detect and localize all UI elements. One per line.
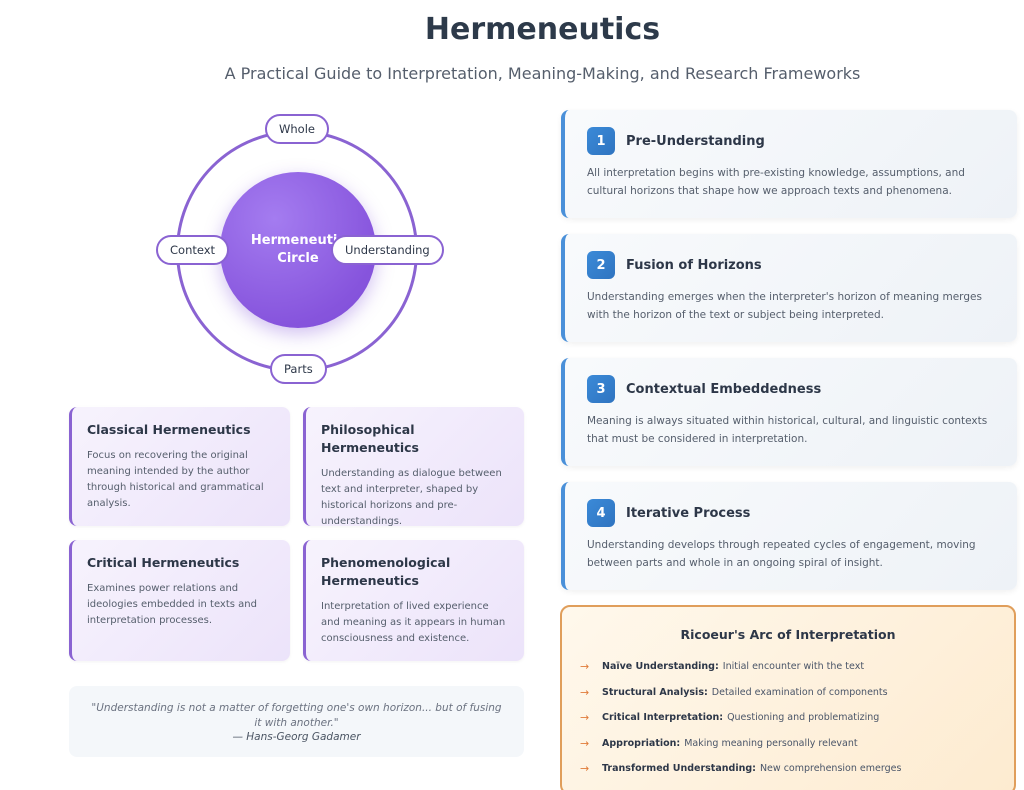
arrow-right-icon: → <box>580 736 590 750</box>
circle-label-whole: Whole <box>265 114 329 144</box>
arrow-right-icon: → <box>580 660 590 674</box>
ricoeur-arc-box: Ricoeur's Arc of Interpretation → Naïve … <box>560 605 1016 790</box>
quote-text: "Understanding is not a matter of forget… <box>91 702 502 729</box>
arrow-right-icon: → <box>580 762 590 776</box>
step-title: Contextual Embeddedness <box>626 381 822 397</box>
arc-list-item: → Critical Interpretation: Questioning a… <box>580 705 996 731</box>
arc-item-desc: Initial encounter with the text <box>722 661 865 673</box>
arc-title: Ricoeur's Arc of Interpretation <box>680 627 896 642</box>
step-text: Meaning is always situated within histor… <box>587 415 988 445</box>
step-text: Understanding develops through repeated … <box>587 539 976 569</box>
arc-list-item: → Naïve Understanding: Initial encounter… <box>580 654 996 680</box>
step-text: All interpretation begins with pre-exist… <box>587 167 965 197</box>
school-card-text: Understanding as dialogue between text a… <box>321 468 502 528</box>
circle-label-parts: Parts <box>270 354 327 384</box>
step-number-badge: 3 <box>587 375 615 403</box>
circle-label-understanding: Understanding <box>331 235 444 265</box>
step-number-badge: 4 <box>587 499 615 527</box>
center-circle-line1: Hermeneutic <box>250 233 346 249</box>
step-title: Fusion of Horizons <box>626 257 762 273</box>
step-number-badge: 1 <box>587 127 615 155</box>
arc-item-term: Structural Analysis: <box>602 686 708 698</box>
school-card-title: Phenomenological Hermeneutics <box>321 555 451 589</box>
step-card-contextual-embeddedness: 3 Contextual Embeddedness Meaning is alw… <box>561 358 1017 466</box>
step-number-badge: 2 <box>587 251 615 279</box>
step-card-iterative-process: 4 Iterative Process Understanding develo… <box>561 482 1017 590</box>
school-card-philosophical: Philosophical Hermeneutics Understanding… <box>303 407 524 527</box>
step-title: Iterative Process <box>626 505 751 521</box>
school-card-title: Philosophical Hermeneutics <box>321 422 419 456</box>
step-card-fusion-of-horizons: 2 Fusion of Horizons Understanding emerg… <box>561 234 1017 342</box>
arc-item-desc: Detailed examination of components <box>711 686 888 698</box>
arrow-right-icon: → <box>580 685 590 699</box>
arc-item-term: Appropriation: <box>602 737 681 749</box>
step-card-pre-understanding: 1 Pre-Understanding All interpretation b… <box>561 110 1017 218</box>
school-card-title: Classical Hermeneutics <box>87 422 251 437</box>
step-title: Pre-Understanding <box>626 133 765 149</box>
school-card-text: Examines power relations and ideologies … <box>87 583 257 627</box>
school-card-phenomenological: Phenomenological Hermeneutics Interpreta… <box>303 540 524 661</box>
center-circle-line2: Circle <box>277 251 319 266</box>
school-card-text: Interpretation of lived experience and m… <box>321 601 506 645</box>
step-text: Understanding emerges when the interpret… <box>587 291 982 321</box>
school-card-critical: Critical Hermeneutics Examines power rel… <box>69 540 290 661</box>
arc-item-term: Critical Interpretation: <box>602 712 724 724</box>
page-title: Hermeneutics <box>424 12 661 47</box>
quote-author: — Hans-Georg Gadamer <box>232 731 361 744</box>
quote-box: "Understanding is not a matter of forget… <box>69 686 524 757</box>
arc-list-item: → Structural Analysis: Detailed examinat… <box>580 680 996 706</box>
page-subtitle: A Practical Guide to Interpretation, Mea… <box>224 64 861 83</box>
arc-item-desc: New comprehension emerges <box>759 763 902 775</box>
arc-item-desc: Questioning and problematizing <box>727 712 880 724</box>
arc-item-term: Naïve Understanding: <box>602 661 719 673</box>
school-card-classical: Classical Hermeneutics Focus on recoveri… <box>69 407 290 526</box>
arc-list-item: → Transformed Understanding: New compreh… <box>580 756 996 782</box>
school-card-title: Critical Hermeneutics <box>87 555 240 570</box>
arc-item-term: Transformed Understanding: <box>602 763 756 775</box>
school-card-text: Focus on recovering the original meaning… <box>87 450 264 510</box>
arc-list-item: → Appropriation: Making meaning personal… <box>580 731 996 757</box>
arrow-right-icon: → <box>580 711 590 725</box>
arc-item-desc: Making meaning personally relevant <box>684 737 858 749</box>
circle-label-context: Context <box>156 235 230 265</box>
hermeneutic-circle-diagram: Hermeneutic Circle Whole Context Underst… <box>150 110 450 390</box>
